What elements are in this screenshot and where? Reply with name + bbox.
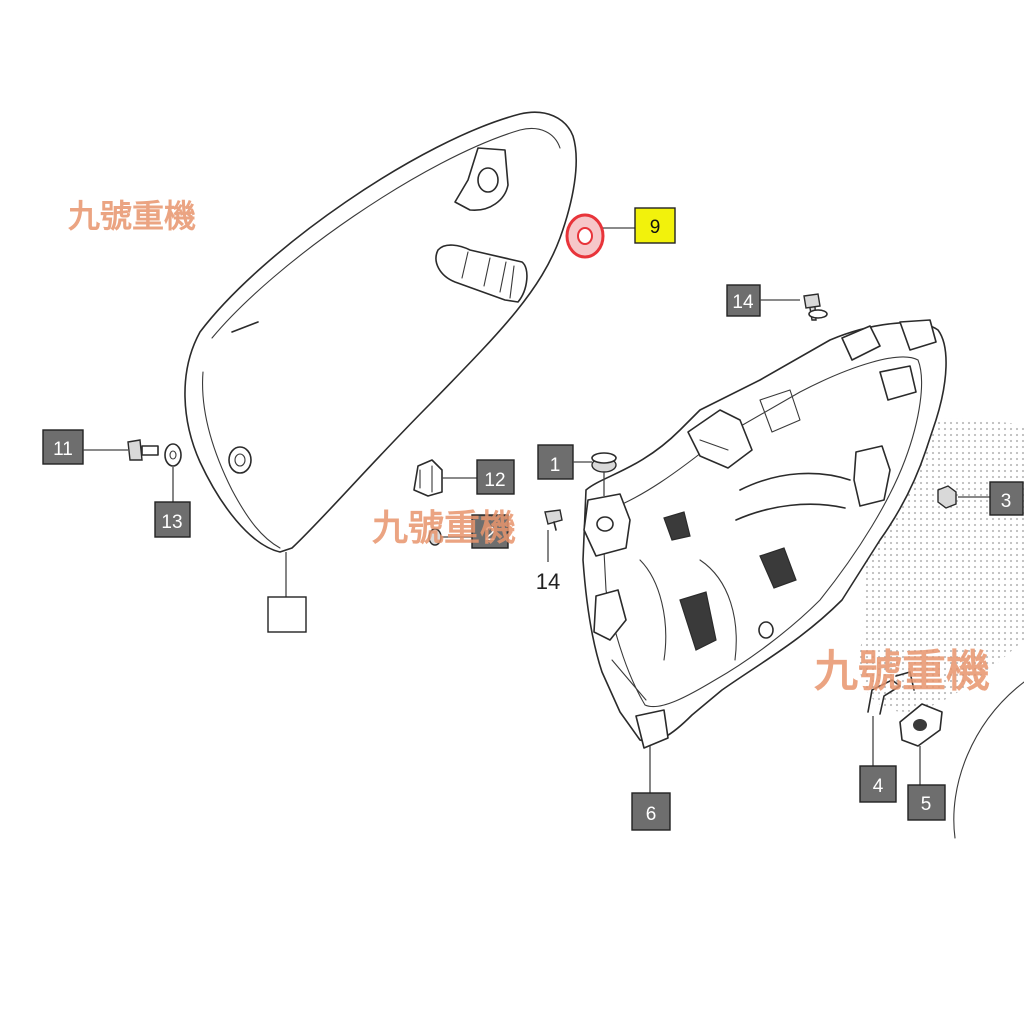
bracket-left-mount-hole	[596, 516, 614, 532]
side-cover-bolt-hole	[228, 446, 252, 474]
watermark-right: 九號重機	[814, 646, 990, 697]
nut-3-icon	[937, 485, 957, 509]
grommet-1-group: 1	[537, 444, 617, 496]
screw-14-label: 14	[536, 569, 560, 594]
bracket-opening-1	[679, 591, 717, 651]
clip-12-detail	[419, 465, 433, 493]
bracket-lower-tab	[635, 709, 669, 749]
callout-3-label: 3	[1001, 491, 1012, 512]
part-6-group: 6	[631, 746, 671, 831]
callout-9-label: 9	[650, 217, 661, 238]
clip-4-group: 4	[859, 671, 915, 803]
callout-4-label: 4	[873, 776, 884, 797]
bracket-opening-2	[759, 547, 797, 589]
side-cover-lower-contour	[202, 371, 281, 549]
callout-5-box	[907, 784, 946, 821]
screw-14-shank	[553, 521, 557, 531]
side-cover-outer	[184, 111, 577, 553]
bracket-upper-tab-detail	[699, 389, 801, 451]
bracket-opening-3	[663, 511, 691, 541]
mounting-tab-hole	[477, 167, 499, 193]
washer-13-icon	[164, 443, 182, 467]
callout-2-box	[471, 514, 509, 549]
side-cover	[184, 111, 577, 633]
gasket-5-hole	[913, 719, 927, 731]
callout-12-box	[476, 459, 515, 495]
watermark-top-left: 九號重機	[68, 197, 196, 235]
screw-14-group: 14	[536, 509, 563, 594]
callout-13-label: 13	[161, 512, 182, 533]
nut-3-group: 3	[937, 481, 1024, 516]
part-2-group: 2	[428, 514, 509, 549]
callout-1-label: 1	[550, 455, 561, 476]
bolt-14-top-flange	[808, 309, 828, 319]
callout-5-label: 5	[921, 794, 932, 815]
bolt-14-top: 14	[726, 284, 828, 321]
side-cover-callout-box	[267, 596, 307, 633]
callout-6-label: 6	[646, 804, 657, 825]
callout-11-label: 11	[53, 439, 73, 460]
callout-12-label: 12	[484, 470, 505, 491]
bracket-inner-rim	[601, 356, 923, 708]
bracket-outer	[582, 321, 947, 743]
callout-6-box	[631, 792, 671, 831]
bracket-cross-rib	[735, 472, 851, 521]
bracket-side-column	[853, 445, 891, 507]
bracket-left-clip	[593, 589, 627, 641]
callout-3-box	[989, 481, 1024, 516]
clip-4-icon	[867, 671, 915, 715]
side-cover-edge-mark	[231, 321, 259, 333]
side-cover-bolt-hole-inner	[234, 453, 246, 467]
watermark-center: 九號重機	[372, 508, 516, 549]
washer-13-hole	[169, 450, 177, 460]
bracket-detail-lines	[611, 559, 737, 701]
callout-11-box	[42, 429, 84, 465]
body-outline-curve	[953, 681, 1024, 839]
grommet-9: 9	[565, 207, 676, 259]
mounting-peg	[435, 244, 528, 303]
grommet-9-inner	[577, 227, 593, 245]
clip-12-group: 12	[413, 459, 515, 497]
clip-12-icon	[413, 459, 443, 497]
bracket-top-lugs	[841, 319, 937, 401]
side-cover-inner-contour	[211, 128, 561, 339]
callout-13-box	[154, 501, 191, 538]
bracket-upper-tab	[687, 409, 753, 469]
bolt-11-icon	[127, 439, 143, 461]
callout-14-top-label: 14	[732, 292, 754, 313]
bracket-lower-hole	[758, 621, 774, 639]
screw-14-icon	[544, 509, 563, 525]
bolt-11-group: 11 13	[42, 429, 191, 538]
mounting-bracket	[582, 319, 947, 749]
gasket-5-group: 5	[899, 703, 946, 821]
bolt-11-shank	[141, 445, 159, 456]
callout-2-label: 2	[485, 524, 496, 545]
callout-4-box	[859, 765, 897, 803]
mounting-peg-ribs	[461, 251, 515, 299]
grommet-1-top	[591, 452, 617, 464]
callout-9-box	[634, 207, 676, 244]
callout-1-box	[537, 444, 574, 480]
